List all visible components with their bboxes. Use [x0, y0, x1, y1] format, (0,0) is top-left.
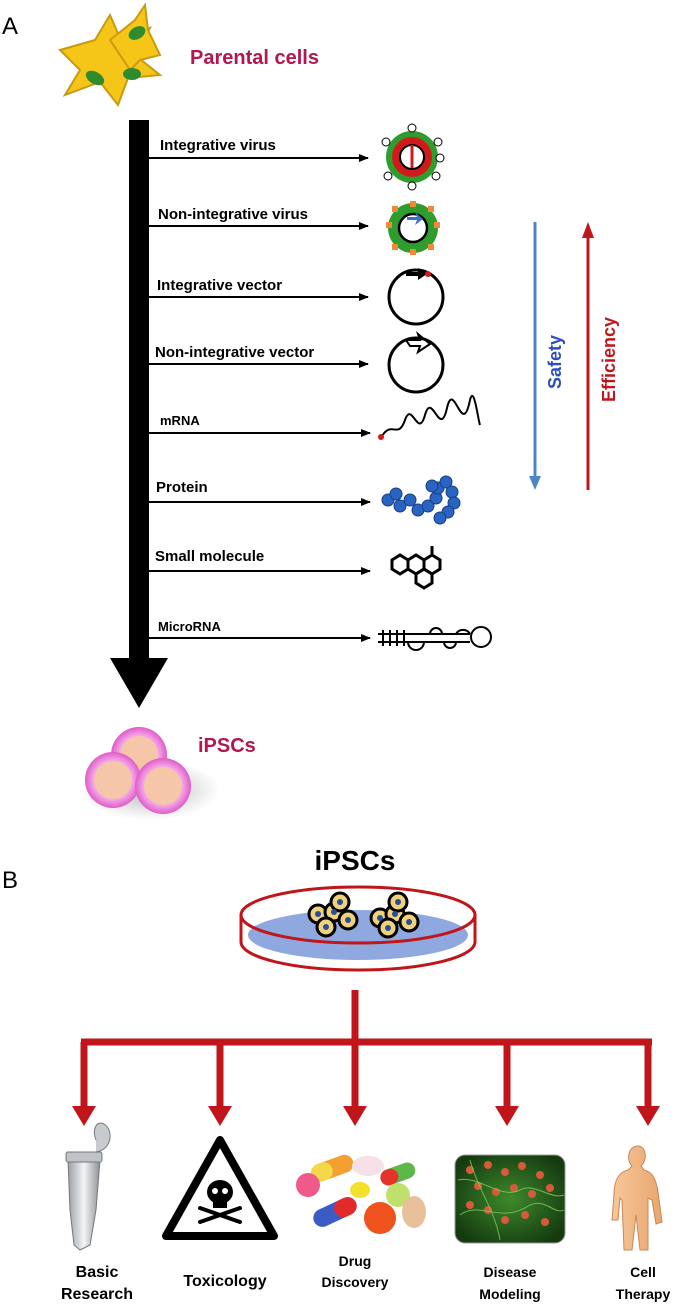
application-labels: Basic Research Toxicology Drug Discovery… — [61, 1253, 670, 1303]
app-label-drug-discovery-1: Drug — [339, 1253, 372, 1269]
app-label-cell-therapy-2: Therapy — [616, 1286, 671, 1302]
efficiency-label: Efficiency — [599, 317, 619, 402]
method-label: Integrative virus — [160, 137, 276, 154]
method-label: MicroRNA — [158, 619, 221, 634]
method-label: mRNA — [160, 413, 200, 428]
app-label-drug-discovery-2: Discovery — [322, 1274, 389, 1290]
integrative-vector-icon — [387, 268, 445, 326]
app-label-basic-research-2: Research — [61, 1286, 133, 1303]
app-label-cell-therapy-1: Cell — [630, 1264, 656, 1280]
app-label-disease-modeling-2: Modeling — [479, 1286, 540, 1302]
app-label-toxicology: Toxicology — [183, 1273, 266, 1290]
app-label-disease-modeling-1: Disease — [484, 1264, 537, 1280]
small-molecule-icon — [390, 546, 442, 590]
main-reprogramming-arrow — [110, 120, 168, 708]
distribution-arrowheads — [72, 1106, 660, 1126]
petri-dish-icon — [239, 885, 477, 972]
method-label: Integrative vector — [157, 277, 282, 294]
app-label-basic-research-1: Basic — [76, 1264, 119, 1281]
method-row-non-integrative-vector: Non-integrative vector — [148, 344, 369, 368]
method-list: Integrative virus Non-integrative virus … — [148, 137, 371, 642]
parental-cells-label: Parental cells — [190, 47, 319, 69]
non-integrative-vector-icon — [387, 330, 445, 394]
method-row-small-molecule: Small molecule — [148, 548, 371, 575]
protein-icon — [381, 475, 461, 525]
panel-a-label: A — [2, 13, 18, 40]
distribution-tree — [80, 990, 652, 1110]
efficiency-arrow: Efficiency — [582, 222, 619, 490]
method-label: Protein — [156, 479, 208, 496]
pills-icon — [296, 1154, 426, 1234]
method-row-non-integrative-virus: Non-integrative virus — [148, 206, 369, 230]
ipscs-label-a: iPSCs — [198, 735, 256, 757]
skull-warning-icon — [162, 1136, 278, 1240]
fluorescent-cells-icon — [454, 1154, 566, 1244]
integrative-virus-icon — [381, 123, 445, 191]
ipsc-cluster — [307, 891, 420, 939]
microtube-icon — [65, 1122, 111, 1251]
microrna-icon — [378, 626, 492, 651]
method-row-integrative-virus: Integrative virus — [148, 137, 369, 162]
non-integrative-virus-icon — [386, 201, 440, 255]
method-row-integrative-vector: Integrative vector — [148, 277, 369, 301]
mrna-icon — [378, 395, 481, 440]
ipscs-title-b: iPSCs — [315, 845, 396, 876]
human-figure-icon — [611, 1145, 663, 1251]
safety-arrow: Safety — [529, 222, 565, 490]
method-label: Non-integrative vector — [155, 344, 314, 361]
method-row-protein: Protein — [148, 479, 371, 506]
parental-cells-icon — [58, 2, 163, 108]
panel-b-label: B — [2, 867, 18, 894]
safety-label: Safety — [545, 335, 565, 389]
ipsc-colony-icon — [80, 727, 220, 820]
method-row-mrna: mRNA — [148, 413, 371, 437]
method-label: Non-integrative virus — [158, 206, 308, 223]
method-label: Small molecule — [155, 548, 264, 565]
method-row-microrna: MicroRNA — [148, 619, 371, 642]
